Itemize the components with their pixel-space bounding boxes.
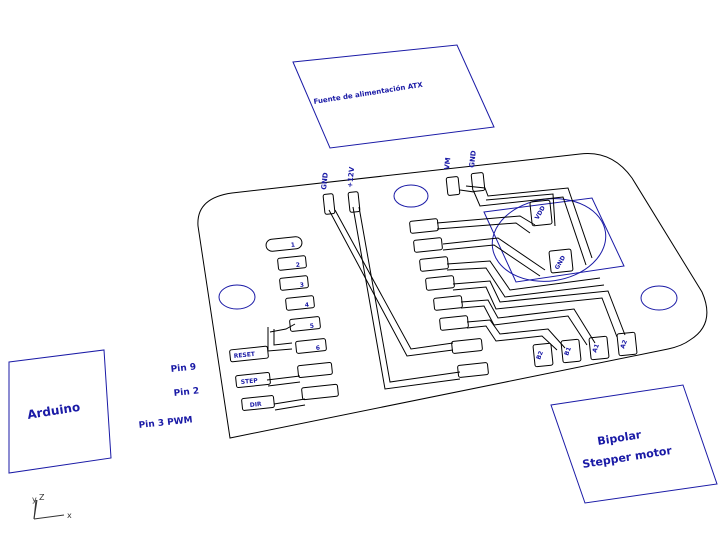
pin9-label: Pin 9	[170, 362, 196, 375]
arduino-label: Arduino	[26, 400, 81, 422]
top-header-pads	[322, 172, 486, 215]
psu-block-outline	[292, 44, 495, 149]
motor-label-line1: Bipolar	[596, 428, 642, 448]
psu-label: Fuente de alimentación ATX	[313, 81, 424, 106]
motor-label-line2: Stepper motor	[581, 444, 673, 471]
pad-label-a1: A1	[591, 343, 601, 354]
axis-label-x: x	[67, 511, 72, 520]
pad-label-dir: DIR	[249, 401, 262, 409]
pad-label-4: 4	[304, 302, 309, 309]
label-gnd-right: GND	[468, 150, 478, 168]
pad-label-a2: A2	[619, 339, 629, 350]
label-gnd-left: GND	[320, 172, 330, 190]
pad-label-2: 2	[295, 262, 300, 269]
driver-heatsink-circle	[491, 198, 607, 282]
mounting-hole-left	[218, 284, 256, 310]
pad-label-reset: RESET	[233, 351, 256, 360]
axis-gizmo	[33, 499, 65, 520]
pcb-traces	[266, 185, 626, 411]
label-12v: +12V	[346, 166, 356, 188]
pad-label-b2: B2	[535, 350, 545, 361]
motor-block-outline	[550, 384, 718, 504]
pad-label-gnd-small: GND	[554, 255, 568, 271]
arduino-block-outline	[8, 349, 112, 474]
mounting-hole-right	[640, 285, 678, 311]
pad-label-b1: B1	[563, 346, 573, 357]
pad-label-1: 1	[290, 242, 295, 249]
left-pads	[229, 236, 339, 411]
mounting-hole-top	[393, 184, 429, 208]
pad-label-vdd: VDD	[534, 205, 547, 221]
driver-module-outline	[483, 197, 625, 283]
label-vm: VM	[443, 157, 452, 170]
pad-label-6: 6	[315, 345, 320, 352]
axis-label-y: y	[32, 495, 37, 504]
connector-pads	[409, 199, 638, 378]
pad-label-5: 5	[309, 323, 314, 330]
pin3-label: Pin 3 PWM	[138, 415, 193, 431]
pin2-label: Pin 2	[173, 386, 199, 399]
pcb-board-outline	[197, 153, 708, 439]
pad-label-step: STEP	[240, 377, 258, 386]
pad-label-3: 3	[299, 282, 304, 289]
axis-label-z: Z	[39, 493, 45, 502]
